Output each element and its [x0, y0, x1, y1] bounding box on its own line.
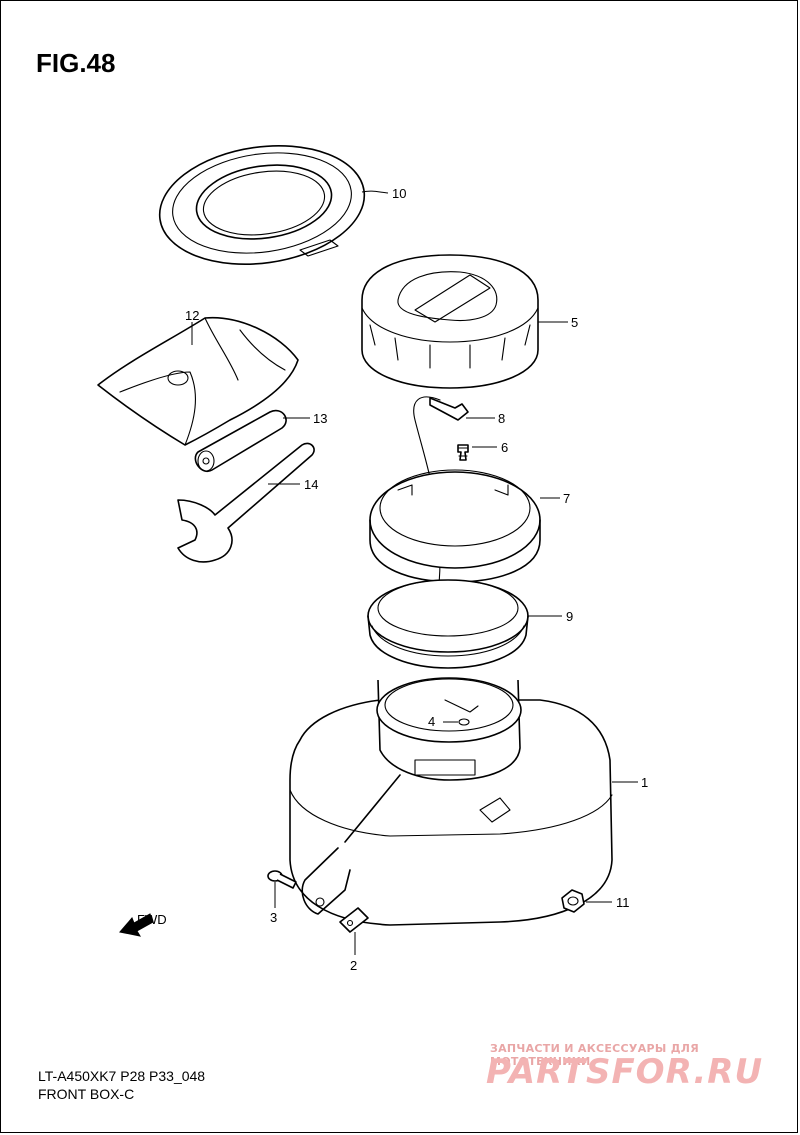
callout-9: 9 — [566, 609, 573, 624]
watermark-logo: PARTSFOR.RU — [486, 1052, 764, 1092]
part-7-retainer-ring — [369, 469, 541, 583]
callout-3: 3 — [270, 910, 277, 925]
part-13-tool-roll — [194, 409, 287, 473]
part-2-clip — [339, 907, 369, 933]
part-1-front-box — [289, 677, 613, 926]
part-11-grommet — [561, 889, 585, 913]
callout-10: 10 — [392, 186, 406, 201]
callout-4: 4 — [428, 714, 435, 729]
fwd-arrow-icon: FWD — [119, 912, 167, 937]
callout-2: 2 — [350, 958, 357, 973]
callout-leaders — [191, 190, 638, 955]
callout-13: 13 — [313, 411, 327, 426]
callout-8: 8 — [498, 411, 505, 426]
part-9-seal-ring — [367, 579, 529, 669]
callout-11: 11 — [616, 895, 630, 910]
callout-numbers: 10 5 12 13 14 8 6 7 9 1 4 3 2 11 — [185, 186, 648, 973]
figure-title: FIG.48 — [36, 48, 116, 78]
callout-6: 6 — [501, 440, 508, 455]
callout-1: 1 — [641, 775, 648, 790]
fwd-label: FWD — [137, 912, 167, 927]
section-name: FRONT BOX-C — [38, 1086, 135, 1102]
callout-12: 12 — [185, 308, 199, 323]
watermark-tagline: ЗАПЧАСТИ И АКСЕССУАРЫ ДЛЯ МОТОТЕХНИКИ — [490, 1042, 700, 1068]
model-code: LT-A450XK7 P28 P33_048 — [38, 1068, 206, 1084]
part-5-cap — [361, 254, 539, 389]
callout-14: 14 — [304, 477, 318, 492]
part-10-cover-seal — [158, 145, 366, 265]
callout-7: 7 — [563, 491, 570, 506]
part-14-wrench — [177, 442, 315, 563]
part-3-bolt — [267, 870, 297, 889]
callout-5: 5 — [571, 315, 578, 330]
part-6-screw — [457, 444, 469, 461]
part-12-tool-bag — [97, 316, 299, 446]
